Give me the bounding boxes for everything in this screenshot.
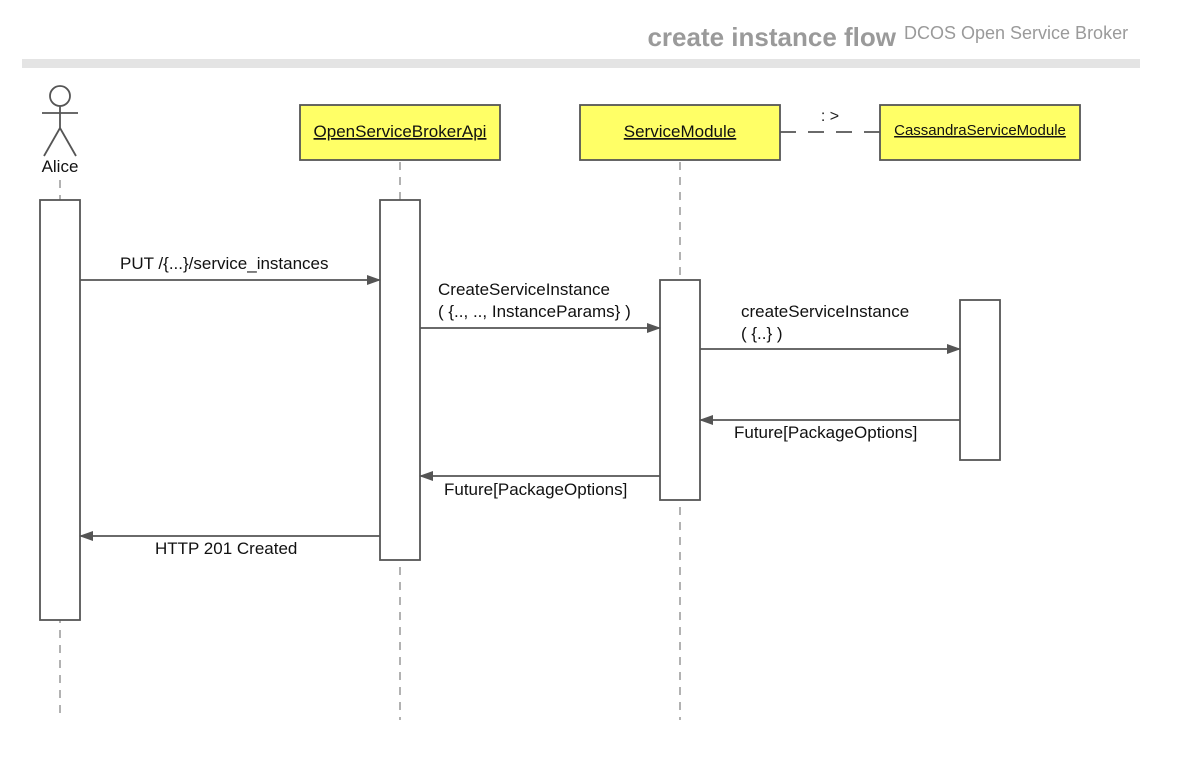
actor-right-leg [59,127,77,157]
participant-label: ServiceModule [624,122,736,141]
actor-label: Alice [42,157,79,176]
lifelines [59,162,681,720]
activation-alice [39,199,81,621]
message-create-service-instance-lower-params: ( {..} ) [741,324,783,343]
message-future-return-2-label: Future[PackageOptions] [444,480,627,499]
participant-box [299,104,501,161]
messages [79,275,961,541]
actor-head [49,85,71,107]
participant-box [579,104,781,161]
message-put-label: PUT /{...}/service_instances [120,254,329,273]
participant-label: CassandraServiceModule [894,122,1066,139]
diagram-subtitle: DCOS Open Service Broker [904,23,1128,43]
activation-servicemodule [659,279,701,501]
participant-label: OpenServiceBrokerApi [314,122,487,141]
message-create-service-instance-params: ( {.., .., InstanceParams} ) [438,302,631,321]
actor-alice [42,85,78,157]
actor-left-leg [43,127,61,157]
activations [39,199,1001,621]
diagram-header: create instance flow DCOS Open Service B… [22,22,1140,68]
participant-cassandraservicemodule: CassandraServiceModule [879,104,1081,161]
activation-openservicebrokerapi [379,199,421,561]
participant-box [879,104,1081,161]
message-create-service-instance-label: CreateServiceInstance [438,280,610,299]
relation-label: : > [821,108,839,125]
message-http-created-label: HTTP 201 Created [155,539,297,558]
participant-servicemodule: ServiceModule [579,104,781,161]
participant-openservicebrokerapi: OpenServiceBrokerApi [299,104,501,161]
header-bar [22,59,1140,68]
message-future-return-1-label: Future[PackageOptions] [734,423,917,442]
activation-cassandraservicemodule [959,299,1001,461]
message-create-service-instance-lower-label: createServiceInstance [741,302,909,321]
diagram-title: create instance flow [647,22,896,52]
